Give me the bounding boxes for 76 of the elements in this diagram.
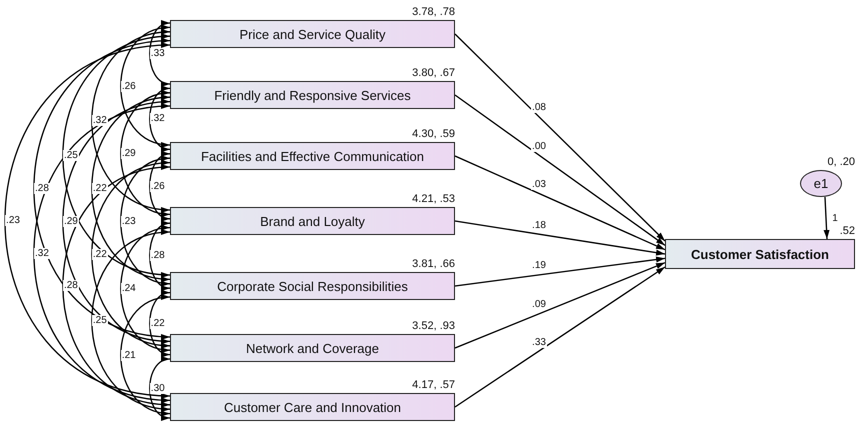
edge-label: .32	[150, 113, 166, 124]
edge-label: .03	[531, 178, 547, 190]
edge-label: .29	[62, 216, 79, 227]
edge-label: .09	[531, 299, 547, 310]
path-arrow	[454, 155, 666, 250]
covariance-arrow	[120, 26, 170, 147]
edge-label: .18	[531, 220, 547, 231]
estimate-label: 4.17, .57	[412, 379, 455, 391]
covariance-arrow	[149, 152, 170, 220]
covariance-arrow	[34, 104, 170, 402]
edge-label: .25	[62, 150, 79, 162]
path-arrow	[824, 196, 830, 240]
edge-label: .33	[150, 48, 166, 59]
edge-label: .26	[120, 80, 137, 92]
estimate-label: 3.78, .78	[412, 6, 455, 18]
edge-label: .28	[34, 183, 50, 194]
estimate-label: 4.21, .53	[412, 193, 455, 205]
covariance-arrow	[91, 230, 170, 411]
estimate-label: 3.81, .66	[412, 258, 455, 270]
covariance-arrow	[120, 295, 170, 416]
path-arrow	[454, 34, 666, 242]
edge-label: .32	[92, 115, 108, 126]
covariance-arrow	[149, 22, 170, 86]
covariance-arrow	[62, 34, 170, 277]
covariance-arrow	[91, 30, 170, 212]
covariance-arrow	[120, 156, 170, 286]
covariance-arrow	[62, 165, 170, 406]
edge-label: 1	[831, 212, 839, 224]
covariance-arrow	[149, 87, 170, 151]
edge-label: .23	[120, 216, 137, 226]
variable-box: Facilities and Effective Communication	[170, 142, 455, 170]
covariance-arrow	[149, 222, 170, 290]
edge-label: .24	[120, 283, 137, 294]
edge-label: .22	[92, 182, 108, 194]
path-arrow	[454, 262, 666, 349]
covariance-arrow	[34, 38, 170, 339]
edge-label: .28	[150, 250, 166, 262]
edge-label: .21	[120, 350, 137, 361]
variable-box: Friendly and Responsive Services	[170, 81, 455, 109]
path-arrow	[454, 256, 666, 287]
variable-box: Customer Satisfaction	[665, 239, 855, 269]
covariance-arrow	[4, 43, 170, 398]
edge-label: .29	[120, 148, 137, 160]
path-arrow	[454, 220, 666, 256]
variable-box: Customer Care and Innovation	[170, 393, 455, 421]
variable-box: Brand and Loyalty	[170, 207, 455, 235]
covariance-arrow	[120, 226, 170, 352]
edge-label: .25	[92, 315, 108, 326]
estimate-label: 4.30, .59	[412, 128, 455, 140]
covariance-arrow	[120, 91, 170, 216]
edge-label: .32	[34, 248, 50, 259]
covariance-arrow	[149, 358, 170, 420]
variable-box: Corporate Social Responsibilities	[170, 272, 455, 300]
error-term-ellipse: e1	[800, 170, 842, 197]
covariance-arrow	[62, 100, 170, 344]
covariance-arrow	[91, 160, 170, 348]
estimate-label: 3.80, .67	[412, 67, 455, 79]
estimate-label: .52	[840, 225, 855, 237]
path-arrow	[454, 266, 666, 408]
edge-label: .33	[531, 336, 547, 348]
estimate-label: 0, .20	[827, 156, 855, 168]
covariance-arrow	[149, 291, 170, 356]
estimate-label: 3.52, .93	[412, 320, 455, 332]
edge-label: .19	[531, 260, 547, 272]
variable-box: Price and Service Quality	[170, 20, 455, 48]
covariance-arrow	[91, 96, 170, 282]
edge-label: .28	[62, 280, 79, 292]
edge-label: .00	[531, 140, 547, 152]
edge-label: .23	[5, 215, 21, 226]
edge-label: .22	[92, 248, 108, 260]
edge-label: .22	[150, 318, 166, 330]
path-arrow	[454, 94, 666, 246]
edge-label: .26	[150, 180, 166, 192]
variable-box: Network and Coverage	[170, 334, 455, 362]
edge-label: .30	[150, 383, 166, 394]
edge-label: .08	[531, 102, 547, 114]
